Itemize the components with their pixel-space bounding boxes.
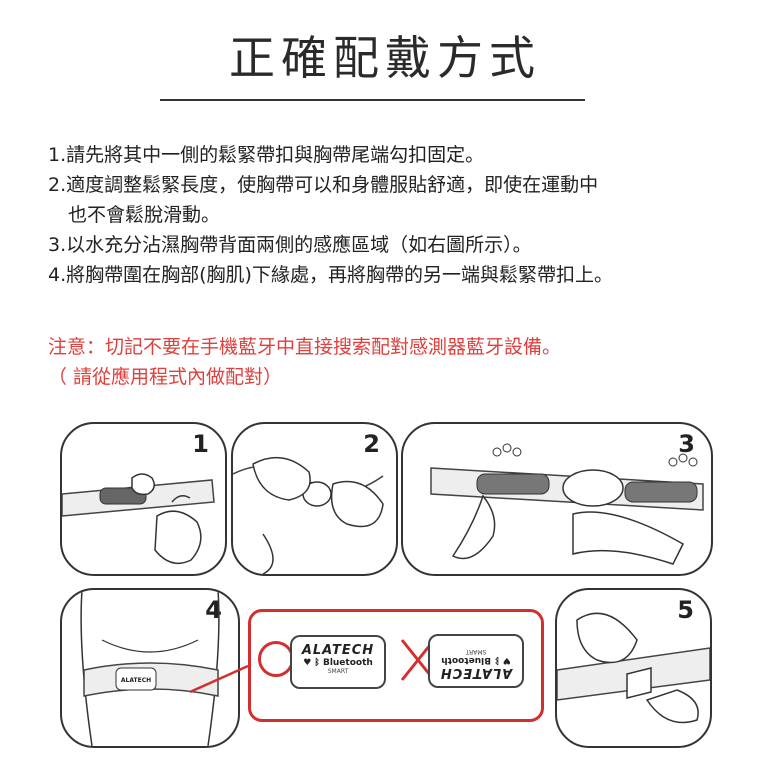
step-1: 1.請先將其中一側的鬆緊帶扣與胸帶尾端勾扣固定。 [48, 144, 485, 166]
strap-icon [233, 456, 384, 574]
check-circle-icon [258, 641, 294, 677]
bluetooth-icon: ᛒ [314, 658, 320, 668]
title-underline [160, 99, 585, 101]
step-3: 3.以水充分沾濕胸帶背面兩側的感應區域（如右圖所示）。 [48, 234, 532, 256]
buckle-icon [557, 612, 710, 724]
page-title: 正確配戴方式 [229, 31, 541, 85]
illustration-panel-2: 2 [231, 422, 398, 576]
logo-smart-text: SMART [327, 668, 349, 675]
hand-icon [62, 473, 215, 565]
water-drop-icon [430, 443, 704, 565]
panel-number-3: 3 [678, 430, 695, 458]
illustration-panel-1: 1 [60, 422, 227, 576]
panel-number-1: 1 [192, 430, 209, 458]
logo-brand-text-flipped: ALATECH [439, 665, 513, 680]
panel-number-5: 5 [677, 596, 694, 624]
logo-bluetooth-text: ♥ ᛒ Bluetooth [303, 658, 373, 668]
logo-smart-text-flipped: SMART [465, 648, 487, 655]
illustration-panel-4: 4 ALATECH [60, 588, 240, 748]
panel-number-2: 2 [363, 430, 380, 458]
illustration-panel-5: 5 [555, 588, 712, 748]
logo-bluetooth-text-flipped: ♥ ᛒ Bluetooth [441, 655, 511, 665]
warning-line-1: 注意：切記不要在手機藍牙中直接搜索配對感測器藍牙設備。 [48, 336, 562, 358]
heart-icon: ♥ [303, 658, 312, 668]
warning-note: 注意：切記不要在手機藍牙中直接搜索配對感測器藍牙設備。 （ 請從應用程式內做配對… [48, 332, 748, 392]
logo-brand-text: ALATECH [301, 643, 375, 658]
callout-connector [190, 664, 249, 694]
step-2-continued: 也不會鬆脫滑動。 [68, 204, 221, 226]
warning-line-2: （ 請從應用程式內做配對） [48, 366, 283, 388]
illustration-panel-3: 3 [401, 422, 713, 576]
panel-number-4: 4 [205, 596, 222, 624]
logo-wrong-orientation: ALATECH ♥ ᛒ Bluetooth SMART [428, 634, 524, 688]
instruction-steps: 1.請先將其中一側的鬆緊帶扣與胸帶尾端勾扣固定。 2.適度調整鬆緊長度，使胸帶可… [48, 140, 748, 290]
step-4: 4.將胸帶圍在胸部(胸肌)下緣處，再將胸帶的另一端與鬆緊帶扣上。 [48, 264, 613, 286]
torso-icon: ALATECH [80, 590, 220, 746]
step-2: 2.適度調整鬆緊長度，使胸帶可以和身體服貼舒適，即使在運動中 [48, 174, 599, 196]
mini-logo-text: ALATECH [121, 677, 151, 684]
logo-correct-orientation: ALATECH ♥ ᛒ Bluetooth SMART [290, 635, 386, 689]
